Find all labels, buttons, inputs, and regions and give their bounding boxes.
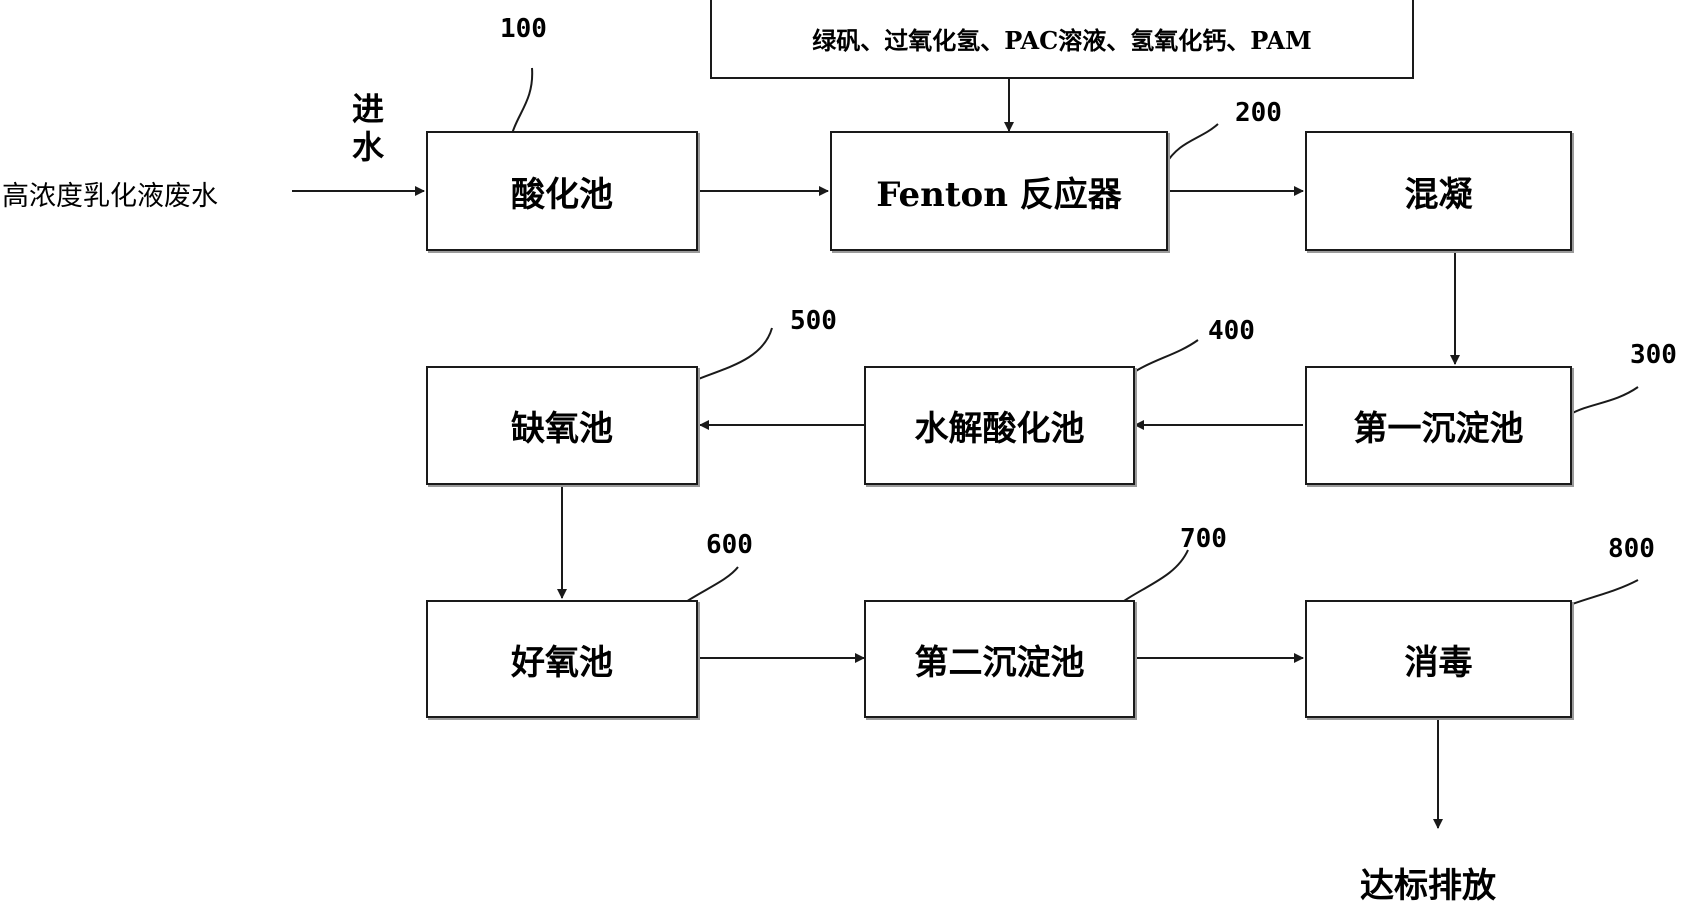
fenton-label: Fenton 反应器	[876, 174, 1122, 215]
aerobic-label: 好氧池	[511, 642, 613, 683]
ref-100: 100	[500, 14, 547, 44]
ref-800: 800	[1608, 534, 1655, 564]
discharge-label: 达标排放	[1360, 866, 1496, 906]
ref-400: 400	[1208, 316, 1255, 346]
acid-pool-node: 酸化池	[426, 131, 698, 251]
second-settle-node: 第二沉淀池	[864, 600, 1135, 718]
acid-pool-label: 酸化池	[511, 174, 613, 215]
inlet-label-text: 进水	[352, 90, 385, 166]
coagulation-label: 混凝	[1404, 174, 1473, 215]
coagulation-node: 混凝	[1305, 131, 1572, 251]
fenton-node: Fenton 反应器	[830, 131, 1168, 251]
disinfect-node: 消毒	[1305, 600, 1572, 718]
inlet-label: 进水	[352, 90, 392, 166]
second-settle-label: 第二沉淀池	[914, 642, 1085, 683]
ref-500: 500	[790, 306, 837, 336]
leader-200	[1164, 123, 1219, 166]
source-label: 高浓度乳化液废水	[2, 181, 218, 212]
ref-300: 300	[1630, 340, 1677, 370]
ref-600: 600	[706, 530, 753, 560]
hydrolysis-node: 水解酸化池	[864, 366, 1135, 485]
chemicals-text: 绿矾、过氧化氢、PAC溶液、氢氧化钙、PAM	[812, 26, 1312, 55]
anoxic-label: 缺氧池	[511, 409, 613, 449]
ref-700: 700	[1180, 524, 1227, 554]
disinfect-label: 消毒	[1404, 642, 1473, 683]
first-settle-node: 第一沉淀池	[1305, 366, 1572, 485]
ref-200: 200	[1235, 98, 1282, 128]
hydrolysis-label: 水解酸化池	[914, 409, 1085, 449]
aerobic-node: 好氧池	[426, 600, 698, 718]
anoxic-node: 缺氧池	[426, 366, 698, 485]
first-settle-label: 第一沉淀池	[1353, 409, 1524, 449]
chemicals-box: 绿矾、过氧化氢、PAC溶液、氢氧化钙、PAM	[710, 0, 1414, 79]
